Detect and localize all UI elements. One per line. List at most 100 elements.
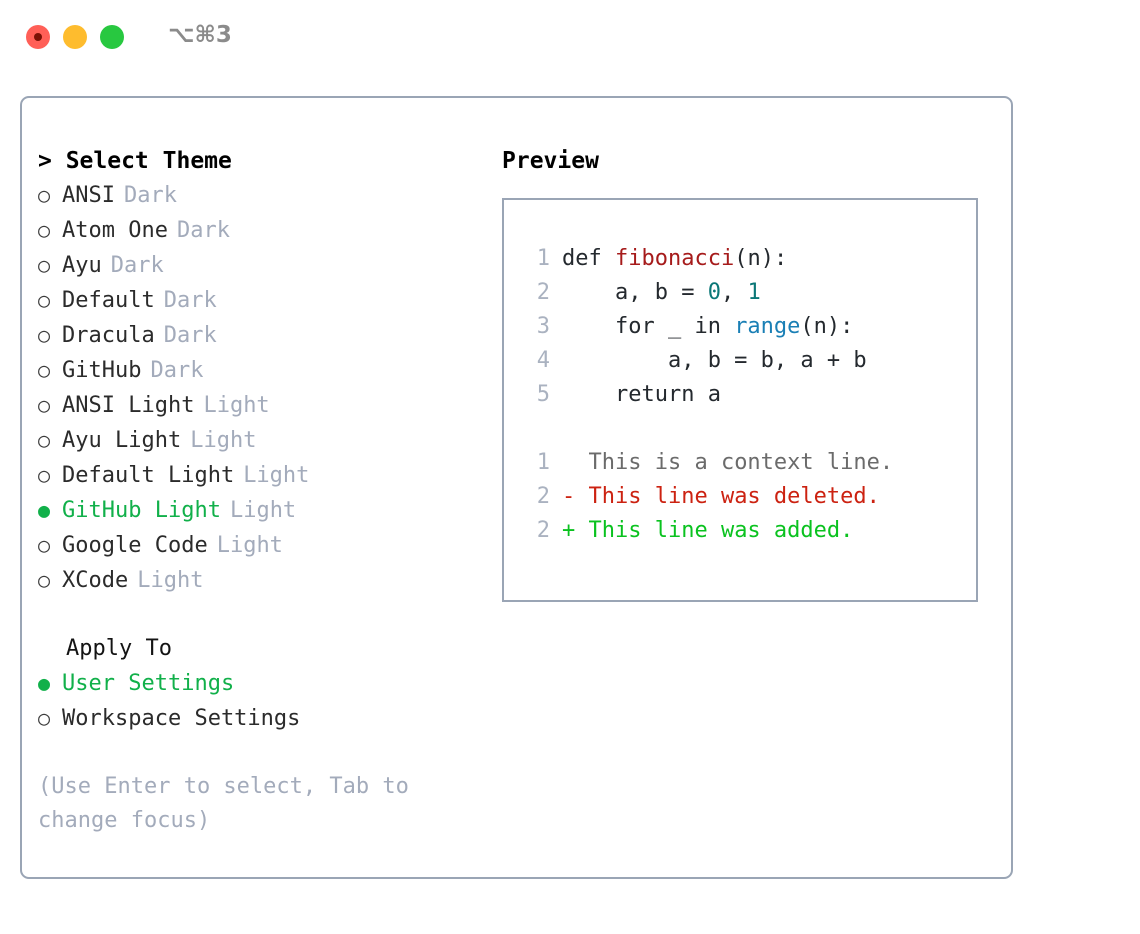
- theme-name: Default Light: [62, 463, 235, 488]
- theme-name: Ayu: [62, 253, 102, 278]
- code-line: 1 def fibonacci(n):: [524, 242, 976, 276]
- theme-category-tag: Light: [229, 498, 297, 523]
- radio-unselected-icon[interactable]: ○: [38, 428, 51, 452]
- theme-category-tag: Light: [190, 428, 257, 453]
- theme-name: GitHub: [62, 358, 142, 383]
- theme-category-tag: Light: [243, 463, 310, 488]
- theme-option-atom-one[interactable]: ○ Atom One Dark: [38, 213, 488, 248]
- theme-name: Ayu Light: [62, 428, 182, 453]
- theme-option-default[interactable]: ○ Default Dark: [38, 283, 488, 318]
- theme-name: ANSI: [62, 183, 115, 208]
- theme-category-tag: Light: [137, 568, 204, 593]
- code-line-text: def fibonacci(n):: [562, 242, 787, 276]
- code-line-text: a, b = 0, 1: [562, 276, 761, 310]
- theme-option-google-code[interactable]: ○ Google Code Light: [38, 528, 488, 563]
- apply-to-option-workspace-settings[interactable]: ○ Workspace Settings: [38, 701, 488, 736]
- apply-to-option-user-settings[interactable]: ●User Settings: [38, 666, 488, 701]
- diff-marker: [562, 446, 575, 480]
- radio-unselected-icon[interactable]: ○: [38, 463, 51, 487]
- diff-line-add: 2+ This line was added.: [524, 514, 976, 548]
- radio-unselected-icon[interactable]: ○: [38, 393, 51, 417]
- code-token-plain: (n):: [800, 314, 854, 339]
- diff-line-text: This line was deleted.: [575, 484, 880, 509]
- theme-option-github-light[interactable]: ● GitHub Light Light: [38, 493, 488, 528]
- theme-option-default-light[interactable]: ○ Default Light Light: [38, 458, 488, 493]
- theme-name: Default: [62, 288, 155, 313]
- line-number: 1: [536, 450, 550, 475]
- code-token-plain: return a: [562, 382, 721, 407]
- diff-line-ctx: 1 This is a context line.: [524, 446, 976, 480]
- radio-unselected-icon[interactable]: ○: [38, 253, 51, 277]
- code-token-num: 1: [747, 280, 761, 305]
- radio-selected-icon[interactable]: ●: [38, 498, 51, 522]
- theme-name: Google Code: [62, 533, 208, 558]
- minimize-button[interactable]: [63, 25, 87, 49]
- code-token-plain: (n):: [734, 246, 788, 271]
- code-line: 4 a, b = b, a + b: [524, 344, 976, 378]
- line-number: 3: [536, 314, 550, 339]
- line-number: 5: [536, 382, 550, 407]
- theme-option-ayu-light[interactable]: ○ Ayu Light Light: [38, 423, 488, 458]
- theme-option-ayu[interactable]: ○ Ayu Dark: [38, 248, 488, 283]
- code-token-plain: a, b =: [562, 280, 708, 305]
- line-number: 1: [536, 246, 550, 271]
- close-button[interactable]: [26, 25, 50, 49]
- radio-unselected-icon[interactable]: ○: [38, 183, 51, 207]
- radio-unselected-icon[interactable]: ○: [38, 323, 51, 347]
- theme-name: GitHub Light: [62, 498, 221, 523]
- apply-to-list[interactable]: ●User Settings ○ Workspace Settings: [38, 666, 488, 736]
- theme-category-tag: Dark: [110, 253, 164, 278]
- radio-unselected-icon[interactable]: ○: [38, 218, 51, 242]
- diff-line-text: This is a context line.: [575, 450, 894, 475]
- theme-name: Atom One: [62, 218, 168, 243]
- theme-name: ANSI Light: [62, 393, 195, 418]
- radio-unselected-icon[interactable]: ○: [38, 533, 51, 557]
- diff-marker: +: [562, 518, 576, 543]
- theme-option-ansi[interactable]: ○ ANSI Dark: [38, 178, 488, 213]
- theme-option-ansi-light[interactable]: ○ ANSI Light Light: [38, 388, 488, 423]
- code-line-text: a, b = b, a + b: [562, 344, 867, 378]
- code-line: 5 return a: [524, 378, 976, 412]
- diff-sample: 1 This is a context line.2- This line wa…: [524, 446, 976, 548]
- code-token-fn: fibonacci: [614, 246, 735, 271]
- preview-header: Preview: [502, 148, 599, 174]
- theme-option-xcode[interactable]: ○ XCode Light: [38, 563, 488, 598]
- code-line: 3 for _ in range(n):: [524, 310, 976, 344]
- diff-line-del: 2- This line was deleted.: [524, 480, 976, 514]
- theme-category-tag: Light: [203, 393, 270, 418]
- radio-unselected-icon[interactable]: ○: [38, 706, 51, 730]
- theme-category-tag: Light: [216, 533, 283, 558]
- line-number: 4: [536, 348, 550, 373]
- theme-option-dracula[interactable]: ○ Dracula Dark: [38, 318, 488, 353]
- title-bar: ⌥⌘3: [0, 0, 1140, 78]
- maximize-button[interactable]: [100, 25, 124, 49]
- apply-to-label: Workspace Settings: [62, 706, 301, 731]
- theme-name: XCode: [62, 568, 129, 593]
- theme-category-tag: Dark: [163, 323, 217, 348]
- radio-unselected-icon[interactable]: ○: [38, 358, 51, 382]
- code-token-plain: for _ in: [562, 314, 735, 339]
- diff-marker: -: [562, 484, 576, 509]
- code-diff-separator: [524, 412, 976, 446]
- theme-category-tag: Dark: [176, 218, 230, 243]
- code-token-plain: def: [562, 246, 615, 271]
- radio-unselected-icon[interactable]: ○: [38, 288, 51, 312]
- code-line: 2 a, b = 0, 1: [524, 276, 976, 310]
- select-theme-header: > Select Theme: [38, 148, 232, 174]
- code-line-text: return a: [562, 378, 721, 412]
- radio-selected-icon[interactable]: ●: [38, 671, 51, 695]
- code-line-text: for _ in range(n):: [562, 310, 853, 344]
- apply-to-header: Apply To: [66, 636, 172, 661]
- theme-name: Dracula: [62, 323, 155, 348]
- theme-category-tag: Dark: [123, 183, 177, 208]
- theme-category-tag: Dark: [163, 288, 217, 313]
- radio-unselected-icon[interactable]: ○: [38, 568, 51, 592]
